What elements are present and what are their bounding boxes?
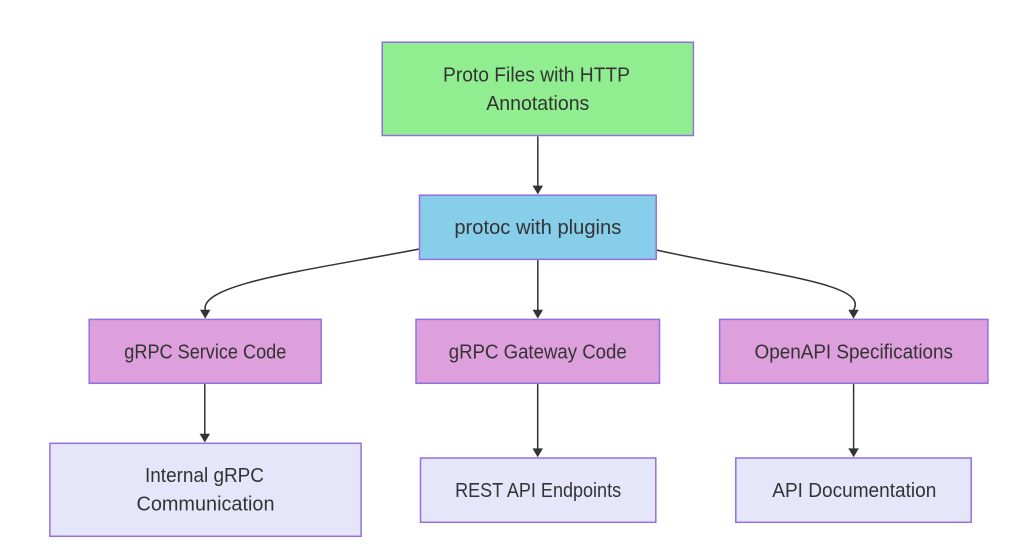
svg-text:gRPC Gateway Code: gRPC Gateway Code xyxy=(449,341,627,363)
svg-text:Internal gRPC: Internal gRPC xyxy=(145,465,264,487)
svg-text:Communication: Communication xyxy=(137,493,275,515)
svg-text:API Documentation: API Documentation xyxy=(772,480,936,502)
svg-text:REST API Endpoints: REST API Endpoints xyxy=(455,480,621,502)
svg-text:OpenAPI Specifications: OpenAPI Specifications xyxy=(755,341,954,363)
svg-text:Proto Files with HTTP: Proto Files with HTTP xyxy=(443,64,630,86)
svg-text:protoc with plugins: protoc with plugins xyxy=(454,217,621,239)
svg-text:gRPC Service Code: gRPC Service Code xyxy=(124,341,286,363)
svg-text:Annotations: Annotations xyxy=(486,93,589,115)
